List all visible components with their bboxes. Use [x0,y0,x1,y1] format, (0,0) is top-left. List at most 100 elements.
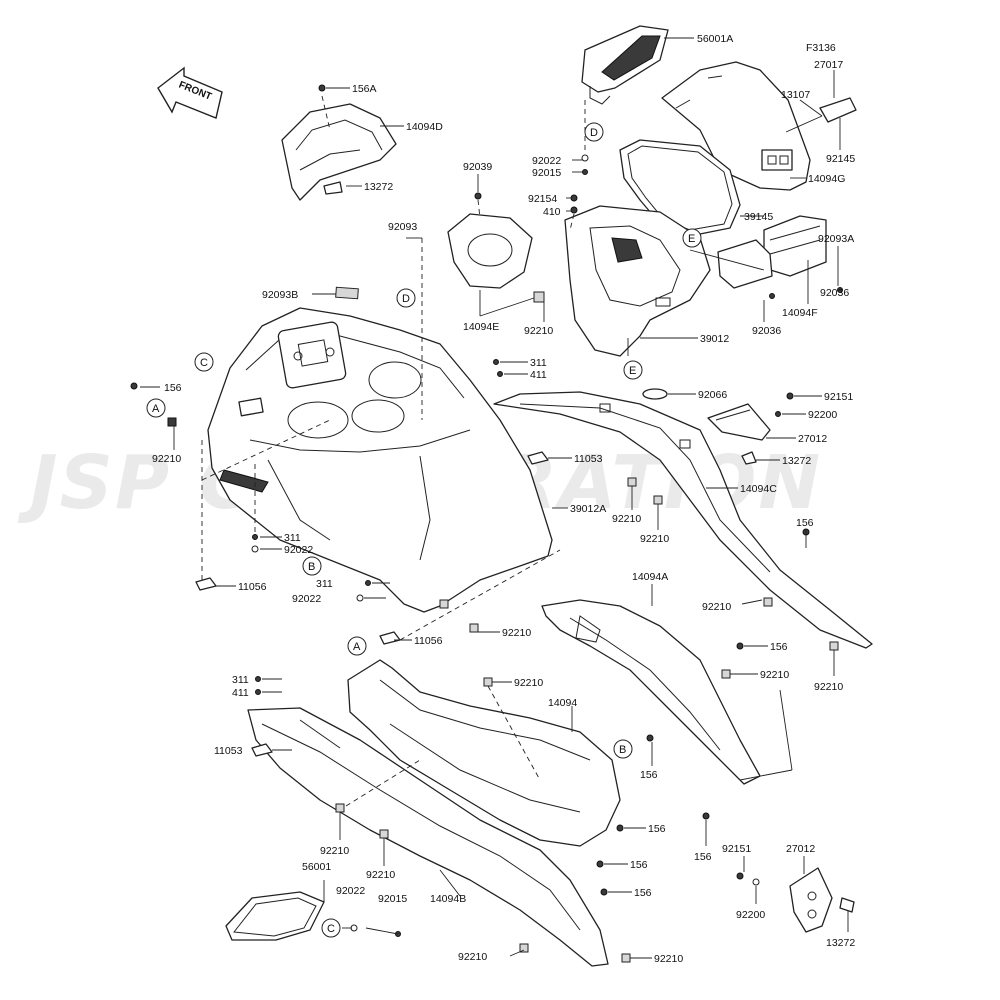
part-label: 92200 [736,909,765,921]
part-label: 92154 [528,193,557,205]
part-label: 39145 [744,211,773,223]
part-label: 27012 [798,433,827,445]
part-label: 39012A [570,503,606,515]
seal-39145 [619,139,741,237]
part-label: 92210 [612,513,641,525]
vent-grill-bottom [225,891,325,941]
part-13107-shape [785,115,823,133]
part-label: 311 [232,674,249,686]
ref-label-b-console: B [308,561,315,573]
part-label: 411 [232,687,249,699]
part-label: 14094C [740,483,777,495]
part-label: 156 [164,382,182,394]
part-label: 14094A [632,571,668,583]
vent-14094f [763,215,827,277]
part-label: 92039 [463,161,492,173]
part-label: 13272 [782,455,811,467]
part-label: 92015 [378,893,407,905]
part-label: 311 [530,357,547,369]
part-label: 156 [630,859,648,871]
panel-14094a [541,599,761,785]
part-label: 92093A [818,233,854,245]
part-label: 92210 [760,669,789,681]
ref-circle-d-console: D [396,288,416,308]
part-label: 156 [634,887,652,899]
ref-circle-e-top: E [682,228,702,248]
part-label: 11056 [238,581,267,593]
ref-label-d-top: D [590,127,598,139]
part-label: 92022 [336,885,365,897]
part-label: 39012 [700,333,729,345]
part-label: 92210 [458,951,487,963]
ref-circle-b-console: B [302,556,322,576]
housing-39012 [564,205,711,357]
part-label: 92151 [722,843,751,855]
part-27017-shape [819,97,857,123]
ref-label-b-panel: B [619,744,626,756]
pad-11056-a [195,577,217,591]
part-label: 14094D [406,121,443,133]
part-label: 156A [352,83,377,95]
part-label: 92210 [366,869,395,881]
part-label: 92022 [292,593,321,605]
ref-label-c-grill: C [327,923,335,935]
cup-14094e [447,213,533,289]
part-label: 13272 [826,937,855,949]
vent-grill-top [581,25,669,105]
part-label: 92210 [320,845,349,857]
cover-14094g [661,61,811,191]
ref-circle-a-panel: A [347,636,367,656]
ref-circle-c-console: C [194,352,214,372]
part-label: 14094 [548,697,577,709]
leader-lines [140,37,849,959]
part-label: 27017 [814,59,843,71]
part-number-labels: 56001A 27017 13107 92145 14094G 156A 140… [152,33,855,965]
part-label: 92036 [752,325,781,337]
ref-circle-a-console: A [146,398,166,418]
part-label: 92210 [814,681,843,693]
ref-circle-d-top: D [584,122,604,142]
pad-11053-a [527,451,549,465]
part-label: 92151 [824,391,853,403]
part-label: 410 [543,206,561,218]
part-label: 92210 [524,325,553,337]
part-label: 92210 [502,627,531,639]
clip-13272-upper [741,451,757,465]
part-label: 11056 [414,635,443,647]
part-label: 92015 [532,167,561,179]
ref-circle-c-grill: C [321,918,341,938]
clip-13272-top [323,181,343,195]
rail-14094c [493,391,873,649]
part-label: 14094B [430,893,466,905]
part-label: 14094F [782,307,818,319]
assembly-dashed-lines [201,95,586,807]
part-label: 156 [694,851,712,863]
ref-label-c-console: C [200,357,208,369]
ref-label-e-lower: E [629,365,636,377]
screws [130,84,843,937]
part-label: 11053 [214,745,243,757]
diagram-code: F3136 [806,42,836,54]
part-label: 11053 [574,453,603,465]
pad-11056-b [379,631,401,645]
part-label: 92210 [702,601,731,613]
bracket-27012-upper [707,403,771,441]
part-label: 311 [284,532,301,544]
part-label: 92145 [826,153,855,165]
ref-circle-b-panel: B [613,739,633,759]
part-label: 27012 [786,843,815,855]
panel-14094 [347,659,621,847]
ref-label-e-top: E [688,233,695,245]
part-label: 92093B [262,289,298,301]
part-label: 56001 [302,861,331,873]
ref-label-a-console: A [152,403,160,415]
part-label: 156 [770,641,788,653]
part-label: 56001A [697,33,733,45]
part-label: 92066 [698,389,727,401]
pad-92093b [335,286,359,300]
part-label: 92022 [532,155,561,167]
part-label: 156 [640,769,658,781]
part-label: 92210 [640,533,669,545]
pad-11053-b [251,743,273,757]
